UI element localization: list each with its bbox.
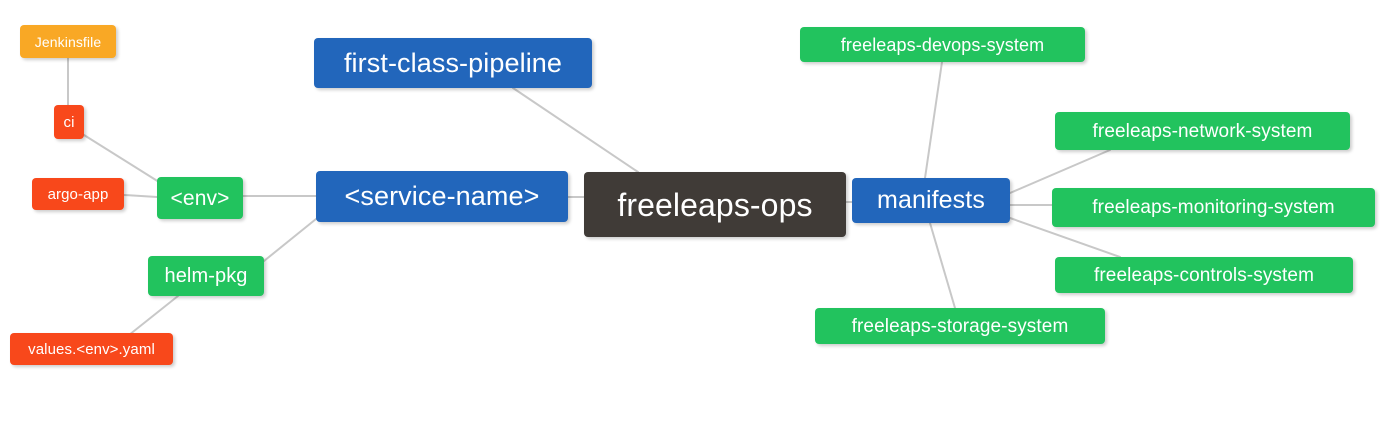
node-label-first-class-pipeline: first-class-pipeline — [343, 47, 563, 78]
node-freeleaps-ops[interactable]: freeleaps-ops — [584, 172, 846, 237]
edge-manifests-to-freeleaps-network-system — [1009, 149, 1111, 194]
node-helm-pkg[interactable]: helm-pkg — [148, 256, 264, 296]
node-label-service-name: <service-name> — [344, 181, 540, 211]
edge-service-name-to-helm-pkg — [263, 218, 317, 262]
edge-ci-to-env — [83, 134, 160, 183]
node-freeleaps-devops-system[interactable]: freeleaps-devops-system — [800, 27, 1085, 62]
node-label-freeleaps-monitoring-system: freeleaps-monitoring-system — [1092, 197, 1335, 218]
node-label-freeleaps-controls-system: freeleaps-controls-system — [1093, 264, 1315, 286]
node-service-name[interactable]: <service-name> — [316, 171, 568, 222]
edge-manifests-to-freeleaps-storage-system — [929, 222, 956, 309]
node-label-freeleaps-storage-system: freeleaps-storage-system — [851, 315, 1069, 337]
node-label-env: <env> — [170, 186, 230, 210]
edge-first-class-pipeline-to-freeleaps-ops — [512, 87, 639, 173]
node-label-ci: ci — [63, 113, 75, 131]
node-manifests[interactable]: manifests — [852, 178, 1010, 223]
edge-manifests-to-freeleaps-devops-system — [924, 61, 943, 179]
node-argo-app[interactable]: argo-app — [32, 178, 124, 210]
node-freeleaps-network-system[interactable]: freeleaps-network-system — [1055, 112, 1350, 150]
node-values-yaml[interactable]: values.<env>.yaml — [10, 333, 173, 365]
node-freeleaps-monitoring-system[interactable]: freeleaps-monitoring-system — [1052, 188, 1375, 227]
node-jenkinsfile[interactable]: Jenkinsfile — [20, 25, 116, 58]
node-ci[interactable]: ci — [54, 105, 84, 139]
edge-helm-pkg-to-values-yaml — [128, 295, 179, 336]
node-label-helm-pkg: helm-pkg — [164, 265, 248, 287]
node-label-freeleaps-ops: freeleaps-ops — [617, 186, 813, 223]
node-label-freeleaps-network-system: freeleaps-network-system — [1092, 120, 1313, 142]
node-env[interactable]: <env> — [157, 177, 243, 219]
node-label-manifests: manifests — [877, 186, 985, 214]
node-label-jenkinsfile: Jenkinsfile — [34, 33, 102, 50]
node-label-freeleaps-devops-system: freeleaps-devops-system — [840, 34, 1045, 55]
edge-argo-app-to-env — [123, 194, 158, 198]
node-freeleaps-storage-system[interactable]: freeleaps-storage-system — [815, 308, 1105, 344]
node-label-values-yaml: values.<env>.yaml — [28, 340, 155, 358]
node-freeleaps-controls-system[interactable]: freeleaps-controls-system — [1055, 257, 1353, 293]
node-first-class-pipeline[interactable]: first-class-pipeline — [314, 38, 592, 88]
node-label-argo-app: argo-app — [47, 185, 109, 203]
